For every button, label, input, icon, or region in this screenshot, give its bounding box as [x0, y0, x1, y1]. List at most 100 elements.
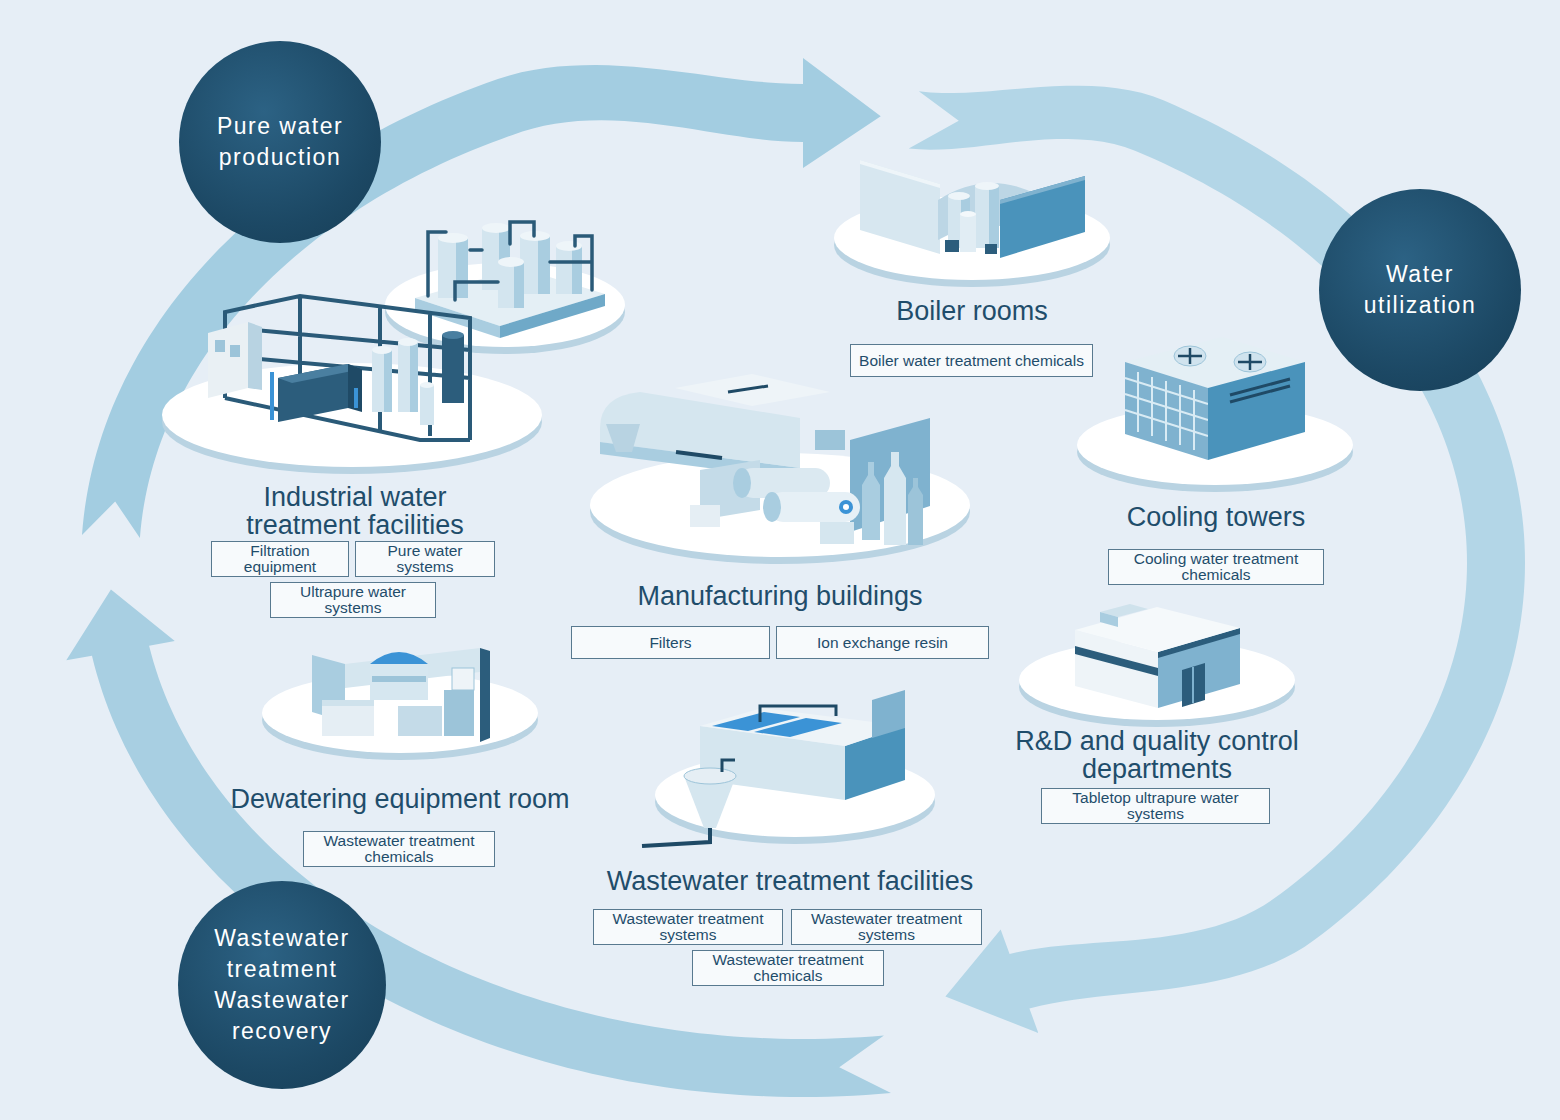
cooling-tower	[1125, 372, 1208, 450]
water-treatment-skid	[372, 350, 392, 412]
product-box: Pure water systems	[355, 541, 495, 577]
text-wrap: Pure water systems	[360, 543, 490, 575]
dewatering-room	[480, 648, 490, 742]
pure-water-tanks	[385, 222, 625, 354]
pure-water-tanks	[538, 236, 550, 294]
research-building	[1075, 607, 1240, 652]
pure-water-tanks	[498, 257, 524, 267]
pure-water-tanks	[520, 236, 550, 294]
product-box: Filtration equipment	[211, 541, 349, 577]
manufacturing-building	[590, 374, 970, 564]
node-text: Wastewater treatment chemicals	[697, 952, 879, 984]
wastewater-tank	[722, 760, 735, 772]
cooling-tower	[1174, 346, 1206, 366]
water-treatment-skid	[384, 350, 392, 412]
product-box: Boiler water treatment chemicals	[850, 344, 1093, 377]
manufacturing-building	[768, 492, 860, 522]
manufacturing-building	[733, 468, 751, 498]
pure-water-tanks	[438, 238, 468, 298]
manufacturing-building	[884, 452, 906, 545]
water-treatment-skid	[420, 382, 434, 388]
boiler-room	[975, 182, 999, 190]
text-wrap: Wastewater treatment systems	[796, 911, 977, 943]
dewatering-room	[452, 668, 474, 690]
manufacturing-building	[690, 505, 720, 527]
water-treatment-skid	[398, 338, 418, 346]
manufacturing-building	[763, 492, 781, 522]
boiler-room	[945, 240, 959, 252]
dewatering-room	[322, 700, 374, 706]
node-text: Wastewater treatment systems	[598, 911, 778, 943]
node-text: Wastewater treatment systems	[796, 911, 977, 943]
water-treatment-skid	[410, 342, 418, 412]
dewatering-room	[370, 652, 428, 664]
cooling-tower	[1077, 337, 1353, 492]
stage-circle: Wastewater treatmentWastewater recovery	[178, 881, 386, 1089]
water-treatment-skid	[162, 296, 542, 474]
facility-label: Dewatering equipment room	[185, 785, 615, 813]
dewatering-room	[322, 700, 374, 736]
product-box: Wastewater treatment systems	[791, 909, 982, 945]
node-text: Wastewater treatment	[198, 923, 366, 985]
dewatering-room	[262, 648, 538, 760]
water-treatment-skid	[230, 345, 240, 357]
manufacturing-building	[815, 430, 845, 450]
wastewater-tank	[760, 706, 836, 722]
node-text: Filtration equipment	[216, 543, 344, 575]
pure-water-tanks	[438, 233, 468, 243]
node-text: Pure water production	[196, 111, 364, 173]
manufacturing-building	[728, 386, 768, 392]
pure-water-tanks	[482, 223, 510, 233]
pure-water-tanks	[556, 246, 582, 294]
water-treatment-skid	[420, 385, 434, 425]
product-box: Wastewater treatment chemicals	[303, 831, 495, 867]
water-treatment-skid	[372, 346, 392, 354]
node-text: Cooling water treatment chemicals	[1113, 551, 1319, 583]
manufacturing-building	[862, 462, 880, 540]
wastewater-tank	[642, 828, 710, 846]
cycle-arrow	[909, 86, 1525, 1033]
product-box: Ultrapure water systems	[270, 582, 436, 618]
pure-water-tanks	[428, 222, 592, 300]
text-wrap: Tabletop ultrapure water systems	[1046, 790, 1265, 822]
text-wrap: Ultrapure water systems	[275, 584, 431, 616]
manufacturing-building	[820, 522, 854, 544]
dewatering-room	[372, 676, 426, 682]
boiler-room	[989, 186, 999, 248]
node-text: Tabletop ultrapure water systems	[1046, 790, 1265, 822]
facility-label: Industrial water treatment facilities	[205, 483, 505, 539]
pure-water-tanks	[456, 238, 468, 298]
product-box: Cooling water treatment chemicals	[1108, 549, 1324, 585]
product-box: Wastewater treatment chemicals	[692, 950, 884, 986]
wastewater-tank	[642, 690, 935, 846]
manufacturing-building	[676, 452, 722, 458]
water-treatment-skid	[442, 331, 464, 339]
pure-water-tanks	[556, 241, 582, 251]
node-text: Ultrapure water systems	[275, 584, 431, 616]
boiler-room	[1000, 176, 1085, 204]
node-text: Filters	[649, 635, 691, 651]
boiler-room	[834, 160, 1110, 287]
research-building	[1192, 667, 1194, 703]
text-wrap: Cooling water treatment chemicals	[1113, 551, 1319, 583]
wastewater-tank	[754, 718, 842, 737]
node-text: Pure water systems	[360, 543, 490, 575]
boiler-room	[860, 160, 940, 254]
facility-label: Cooling towers	[1066, 503, 1366, 531]
text-wrap: Wastewater treatmentWastewater recovery	[198, 923, 366, 1047]
product-box: Ion exchange resin	[776, 626, 989, 659]
stage-circle: Pure water production	[179, 41, 381, 243]
node-text: Ion exchange resin	[817, 635, 948, 651]
text-wrap: Wastewater treatment chemicals	[697, 952, 879, 984]
boiler-room	[985, 244, 997, 254]
pure-water-tanks	[385, 263, 625, 347]
cooling-tower	[1125, 362, 1208, 460]
boiler-room	[960, 214, 976, 252]
cooling-tower	[1208, 362, 1305, 460]
research-building	[1019, 604, 1295, 727]
water-treatment-skid	[272, 372, 356, 420]
research-building	[1182, 663, 1205, 707]
pure-water-tanks	[572, 246, 582, 294]
